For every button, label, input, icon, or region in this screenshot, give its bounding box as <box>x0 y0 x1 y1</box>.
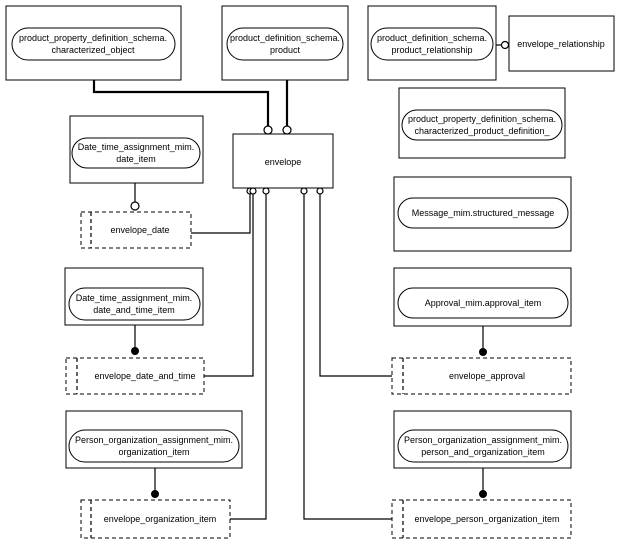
structured-message-entity: Message_mim.structured_message <box>393 176 572 252</box>
characterized-object-line1: product_property_definition_schema. <box>19 33 167 43</box>
characterized-product-definition-line1: product_property_definition_schema. <box>408 114 556 124</box>
date-item-line2: date_item <box>116 154 156 164</box>
envelope-date-and-time-entity: envelope_date_and_time <box>65 357 205 395</box>
connector-envelope-person-organization-item <box>303 194 392 520</box>
filled-circle-marker <box>131 347 139 355</box>
envelope-date-and-time-label: envelope_date_and_time <box>94 371 195 381</box>
open-circle-marker <box>262 187 270 195</box>
product-entity: product_definition_schema. product <box>221 5 349 81</box>
open-circle-marker <box>316 187 324 195</box>
connector-envelope-organization-item <box>230 194 267 520</box>
product-line1: product_definition_schema. <box>230 33 340 43</box>
open-circle-marker <box>249 187 257 195</box>
envelope-relationship-label: envelope_relationship <box>517 39 605 49</box>
connector-envelope-approval <box>319 194 392 377</box>
envelope-entity: envelope <box>232 133 334 189</box>
envelope-label: envelope <box>265 157 302 167</box>
approval-item-label: Approval_mim.approval_item <box>425 298 542 308</box>
organization-item-line2: organization_item <box>118 447 189 457</box>
characterized-product-definition-entity: product_property_definition_schema. char… <box>398 87 566 159</box>
person-and-organization-item-line1: Person_organization_assignment_mim. <box>404 435 562 445</box>
structured-message-label: Message_mim.structured_message <box>412 208 555 218</box>
characterized-object-entity: product_property_definition_schema. char… <box>5 5 182 81</box>
product-relationship-entity: product_definition_schema. product_relat… <box>367 5 497 81</box>
characterized-object-line2: characterized_object <box>51 45 135 55</box>
date-item-entity: Date_time_assignment_mim. date_item <box>69 115 204 184</box>
envelope-person-organization-item-entity: envelope_person_organization_item <box>391 499 572 539</box>
envelope-organization-item-entity: envelope_organization_item <box>80 499 231 539</box>
filled-circle-marker <box>479 490 487 498</box>
person-and-organization-item-line2: person_and_organization_item <box>421 447 545 457</box>
open-circle-marker <box>500 40 510 50</box>
open-circle-marker <box>300 187 308 195</box>
date-item-line1: Date_time_assignment_mim. <box>78 142 195 152</box>
envelope-approval-label: envelope_approval <box>449 371 525 381</box>
approval-item-entity: Approval_mim.approval_item <box>393 267 572 327</box>
relationship-markers <box>130 40 510 498</box>
characterized-product-definition-line2: characterized_product_definition_ <box>414 126 550 136</box>
product-relationship-line2: product_relationship <box>391 45 472 55</box>
organization-item-entity: Person_organization_assignment_mim. orga… <box>65 410 243 469</box>
organization-item-line1: Person_organization_assignment_mim. <box>75 435 233 445</box>
date-and-time-item-line1: Date_time_assignment_mim. <box>76 293 193 303</box>
connector-envelope-date-and-time <box>204 194 254 377</box>
person-and-organization-item-entity: Person_organization_assignment_mim. pers… <box>393 410 572 469</box>
envelope-approval-entity: envelope_approval <box>391 357 572 395</box>
open-circle-marker <box>282 125 292 135</box>
envelope-date-label: envelope_date <box>110 225 169 235</box>
open-circle-marker <box>130 201 140 211</box>
envelope-person-organization-item-label: envelope_person_organization_item <box>414 514 559 524</box>
envelope-relationship-entity: envelope_relationship <box>508 15 615 72</box>
connector-characterized-object <box>92 80 270 126</box>
product-relationship-line1: product_definition_schema. <box>377 33 487 43</box>
product-line2: product <box>270 45 301 55</box>
filled-circle-marker <box>479 348 487 356</box>
filled-circle-marker <box>151 490 159 498</box>
date-and-time-item-line2: date_and_time_item <box>93 305 175 315</box>
connector-envelope-date <box>191 194 251 234</box>
open-circle-marker <box>263 125 273 135</box>
connectors <box>92 44 509 520</box>
envelope-date-entity: envelope_date <box>80 211 192 249</box>
date-and-time-item-entity: Date_time_assignment_mim. date_and_time_… <box>64 267 204 326</box>
envelope-organization-item-label: envelope_organization_item <box>104 514 217 524</box>
